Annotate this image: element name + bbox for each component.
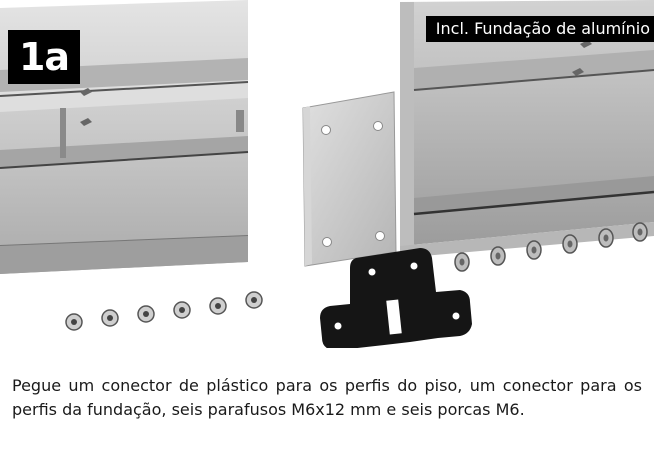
- nut-icon: [454, 222, 648, 272]
- assembly-illustration: Incl. Fundação de alumínio 1a: [0, 0, 654, 348]
- plastic-connector-plate-illustration: [302, 91, 397, 267]
- aluminum-foundation-banner: Incl. Fundação de alumínio: [425, 16, 654, 42]
- step-number-badge: 1a: [8, 30, 80, 84]
- screw-icon: [65, 291, 263, 331]
- parts-drawing: [0, 0, 654, 348]
- foundation-connector-illustration: [320, 248, 472, 348]
- aluminum-profile-right-illustration: [400, 0, 654, 258]
- instruction-caption: Pegue um conector de plástico para os pe…: [12, 376, 642, 419]
